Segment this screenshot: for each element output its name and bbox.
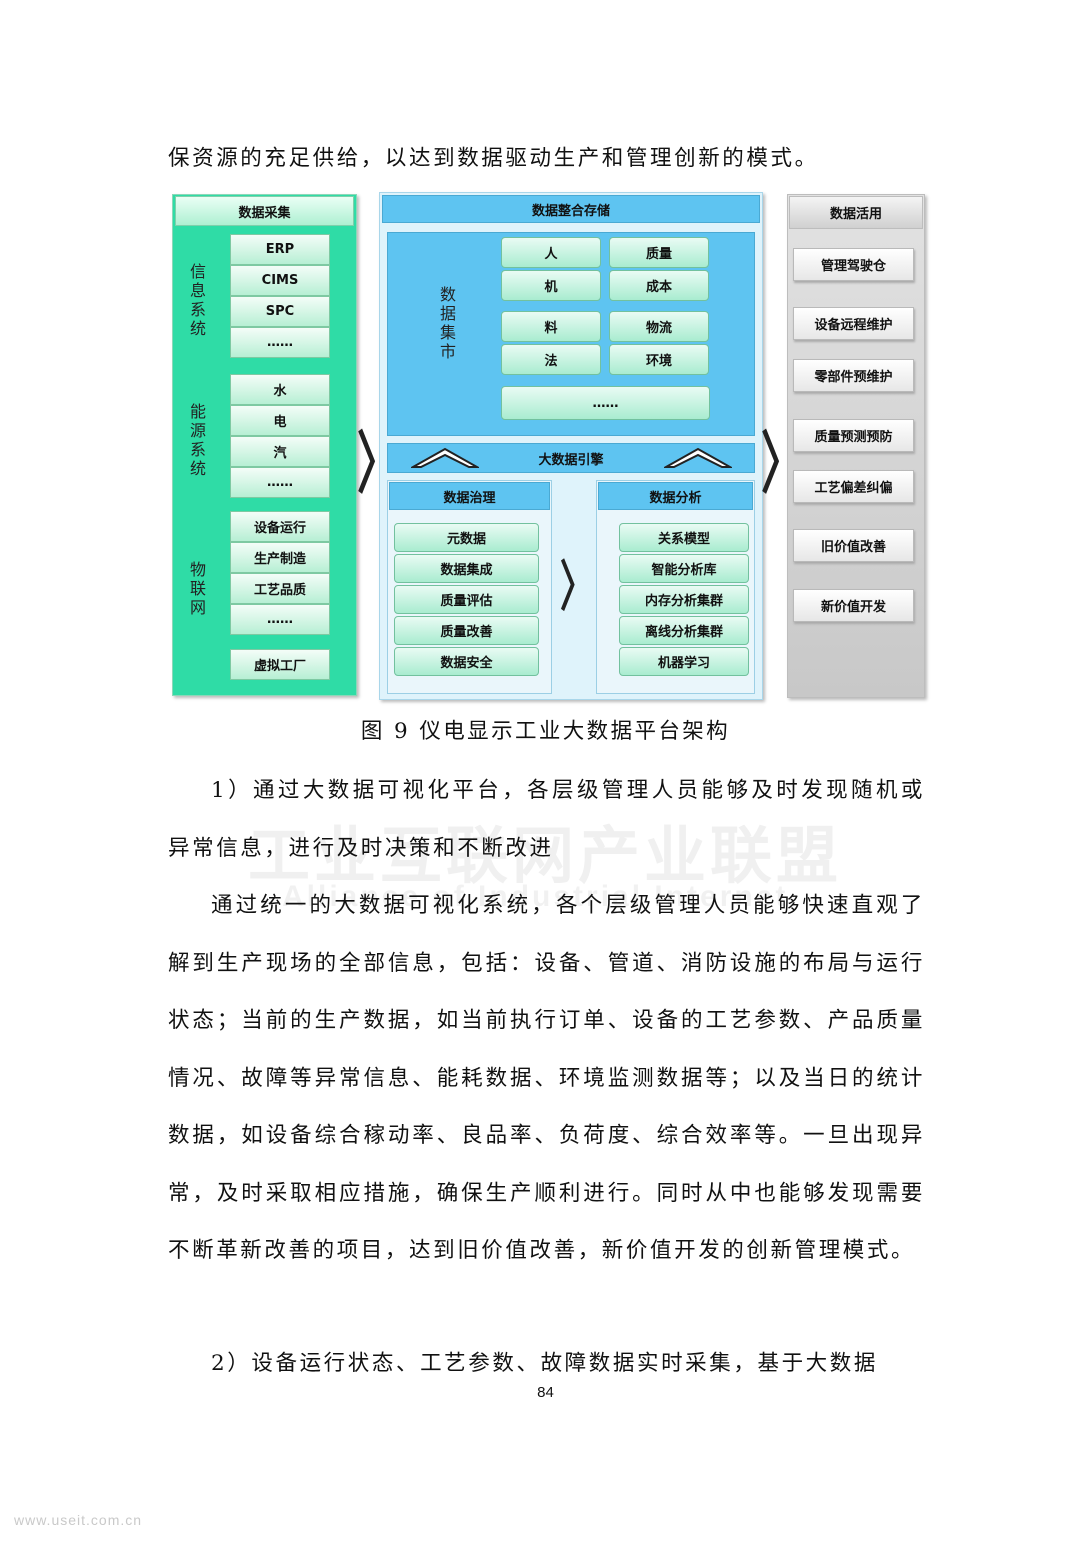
list-item: 数据安全	[394, 647, 539, 676]
data-mart-label: 数据集市	[439, 285, 456, 361]
mart-right-col: 质量 成本 物流 环境	[609, 237, 709, 375]
apply-item: 质量预测预防	[793, 419, 914, 452]
list-item: 质量改善	[394, 616, 539, 645]
list-item: 内存分析集群	[619, 585, 749, 614]
list-item: 法	[501, 344, 601, 375]
up-arrow-icon	[411, 447, 479, 468]
iot-list: 设备运行 生产制造 工艺品质 ……	[230, 511, 330, 635]
governance-list: 元数据 数据集成 质量评估 质量改善 数据安全	[394, 523, 539, 676]
apply-item: 管理驾驶仓	[793, 248, 914, 281]
virtual-factory: 虚拟工厂	[230, 649, 330, 680]
mart-left-col: 人 机 料 法	[501, 237, 601, 375]
iot-label: 物联网	[189, 560, 206, 617]
governance-title: 数据治理	[389, 482, 550, 510]
list-item: 关系模型	[619, 523, 749, 552]
list-item: 成本	[609, 270, 709, 301]
list-item: 工艺品质	[230, 573, 330, 604]
chevron-right-icon: 〉	[560, 556, 594, 621]
list-item: 料	[501, 311, 601, 342]
section-heading-2: 2）设备运行状态、工艺参数、故障数据实时采集，基于大数据	[211, 1351, 878, 1376]
intro-line: 保资源的充足供给，以达到数据驱动生产和管理创新的模式。	[168, 146, 819, 171]
info-system-list: ERP CIMS SPC ……	[230, 234, 330, 358]
list-item: 数据集成	[394, 554, 539, 583]
list-item: 生产制造	[230, 542, 330, 573]
list-item: 智能分析库	[619, 554, 749, 583]
list-item: 环境	[609, 344, 709, 375]
figure-caption: 图 9 仪电显示工业大数据平台架构	[360, 719, 731, 744]
big-data-engine: 大数据引擎	[387, 443, 755, 473]
list-item: 质量	[609, 237, 709, 268]
watermark-sub: Alliance of Industrial Internet	[282, 880, 789, 913]
list-item: ……	[230, 467, 330, 498]
up-arrow-icon	[664, 447, 732, 468]
analysis-list: 关系模型 智能分析库 内存分析集群 离线分析集群 机器学习	[619, 523, 749, 676]
list-item: SPC	[230, 296, 330, 327]
list-item: 物流	[609, 311, 709, 342]
list-item: 汽	[230, 436, 330, 467]
watermark: 工业互联网产业联盟	[248, 819, 843, 892]
energy-system-list: 水 电 汽 ……	[230, 374, 330, 498]
apply-item: 设备远程维护	[793, 307, 914, 340]
mart-more: ……	[501, 386, 710, 420]
platform-architecture-diagram: 数据采集 信息系统 ERP CIMS SPC …… 能源系统 水 电 汽 …… …	[168, 190, 928, 702]
apply-item: 工艺偏差纠偏	[793, 470, 914, 503]
page-number: 84	[537, 1384, 554, 1401]
list-item: 机	[501, 270, 601, 301]
list-item: ……	[230, 604, 330, 635]
apply-item: 旧价值改善	[793, 529, 914, 562]
energy-system-label: 能源系统	[189, 402, 206, 478]
engine-label: 大数据引擎	[538, 452, 604, 468]
section-heading-1: 1）通过大数据可视化平台，各层级管理人员能够及时发现随机或异常信息，进行及时决策…	[168, 778, 925, 861]
info-system-label: 信息系统	[189, 262, 206, 338]
list-item: CIMS	[230, 265, 330, 296]
list-item: 元数据	[394, 523, 539, 552]
list-item: 离线分析集群	[619, 616, 749, 645]
list-item: 人	[501, 237, 601, 268]
list-item: 机器学习	[619, 647, 749, 676]
apply-item: 零部件预维护	[793, 359, 914, 392]
site-url: www.useit.com.cn	[14, 1512, 143, 1528]
list-item: 质量评估	[394, 585, 539, 614]
collect-title: 数据采集	[175, 196, 354, 226]
list-item: ERP	[230, 234, 330, 265]
apply-item: 新价值开发	[793, 589, 914, 622]
list-item: 水	[230, 374, 330, 405]
storage-title: 数据整合存储	[382, 195, 760, 223]
apply-title: 数据活用	[789, 196, 923, 229]
body-paragraph: 通过统一的大数据可视化系统，各个层级管理人员能够快速直观了解到生产现场的全部信息…	[168, 893, 925, 1263]
list-item: ……	[230, 327, 330, 358]
analysis-title: 数据分析	[598, 482, 753, 510]
list-item: 电	[230, 405, 330, 436]
list-item: 设备运行	[230, 511, 330, 542]
